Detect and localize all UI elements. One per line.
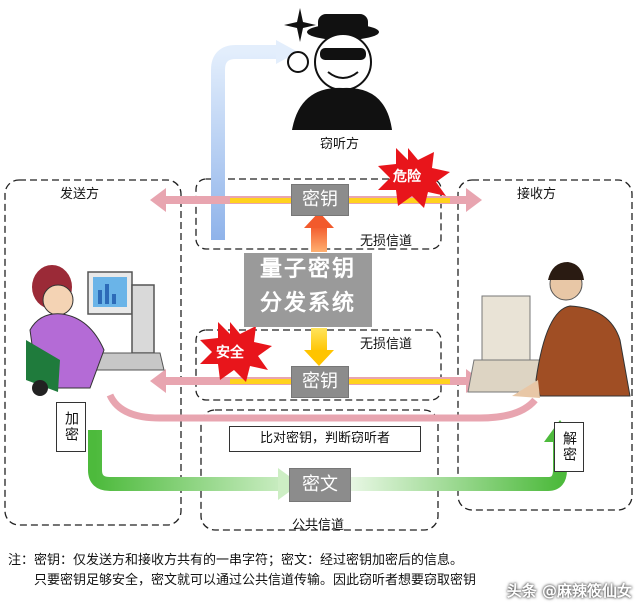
eavesdropper-figure bbox=[284, 8, 392, 130]
eavesdrop-arrow bbox=[211, 45, 276, 240]
pink-arrow-top-left bbox=[150, 188, 166, 212]
channel-top-label: 无损信道 bbox=[360, 234, 413, 249]
watermark: 头条 @麻辣筱仙女 bbox=[506, 582, 632, 600]
receiver-figure bbox=[467, 262, 631, 398]
sender-region bbox=[4, 179, 182, 526]
channel-mid-label: 无损信道 bbox=[360, 337, 413, 352]
key-box-top: 密钥 bbox=[291, 184, 349, 216]
eavesdropper-label: 窃听方 bbox=[320, 137, 360, 152]
safe-label: 安全 bbox=[216, 345, 244, 361]
center-title-line1: 量子密钥 bbox=[259, 257, 356, 282]
pink-arrow-top-right bbox=[466, 188, 482, 212]
yellow-down-arrow-stem bbox=[311, 328, 327, 352]
public-channel-region bbox=[200, 409, 439, 531]
danger-label: 危险 bbox=[393, 169, 421, 185]
danger-star bbox=[378, 148, 450, 208]
pink-arrow-bottom-left bbox=[150, 369, 166, 393]
footnote-line2: 只要密钥足够安全，密文就可以通过公共信道传输。因此窃听者想要窃取密钥 bbox=[34, 573, 477, 588]
receiver-region bbox=[457, 179, 633, 511]
encrypt-box: 加密 bbox=[56, 402, 86, 452]
eavesdrop-arrow-head bbox=[276, 40, 298, 64]
center-title-line2: 分发系统 bbox=[259, 291, 356, 316]
yellow-down-arrow-head bbox=[304, 350, 334, 366]
red-up-arrow-stem bbox=[311, 226, 327, 252]
sender-label: 发送方 bbox=[60, 187, 100, 202]
quantum-key-distribution-title: 量子密钥 分发系统 bbox=[244, 253, 372, 327]
ciphertext-box: 密文 bbox=[289, 468, 351, 502]
green-cipher-arrow bbox=[88, 430, 280, 491]
footnote: 注：密钥：仅发送方和接收方共有的一串字符；密文：经过密钥加密后的信息。 只要密钥… bbox=[8, 551, 638, 591]
compare-keys-box: 比对密钥，判断窃听者 bbox=[229, 426, 421, 452]
safe-star bbox=[200, 322, 272, 382]
footnote-line1: 注：密钥：仅发送方和接收方共有的一串字符；密文：经过密钥加密后的信息。 bbox=[8, 553, 464, 568]
decrypt-box: 解密 bbox=[554, 422, 584, 472]
public-channel-label: 公共信道 bbox=[292, 518, 345, 533]
pink-compare-line bbox=[106, 393, 538, 422]
sender-figure bbox=[26, 265, 165, 396]
key-box-bottom: 密钥 bbox=[291, 366, 349, 398]
red-up-arrow-head bbox=[304, 212, 334, 228]
sparkle-icon bbox=[284, 8, 316, 42]
receiver-label: 接收方 bbox=[517, 187, 557, 202]
